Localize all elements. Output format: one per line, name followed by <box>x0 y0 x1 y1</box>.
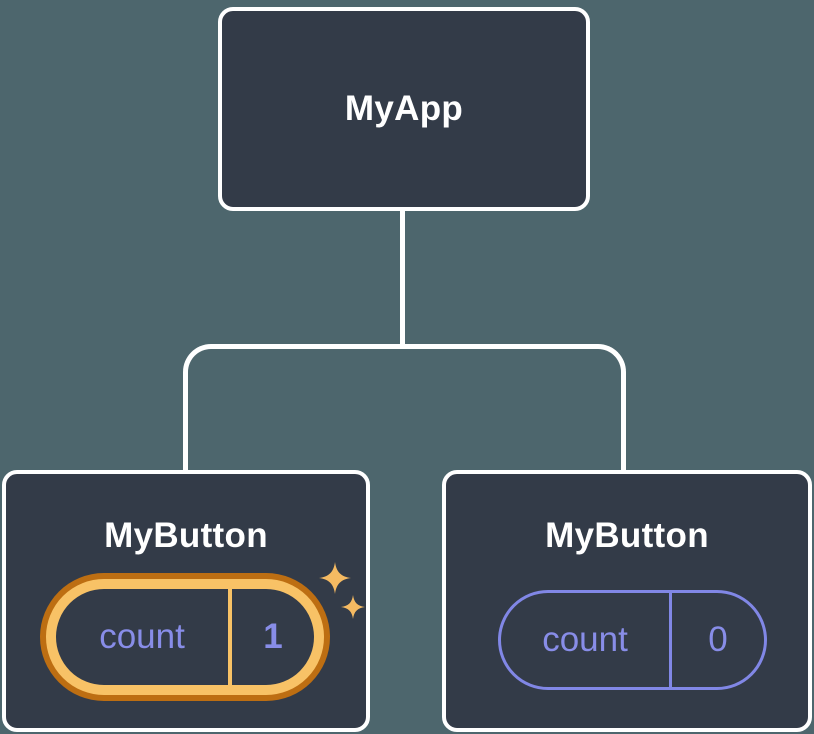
sparkle-icon <box>341 595 365 619</box>
root-node-myapp: MyApp <box>218 7 590 211</box>
root-connector-line <box>400 209 405 347</box>
state-name: count <box>56 589 232 685</box>
state-value: 0 <box>708 620 728 659</box>
state-value: 1 <box>263 617 283 656</box>
root-node-label: MyApp <box>344 89 464 128</box>
state-name: count <box>501 593 672 687</box>
state-pill: count 0 <box>498 590 767 690</box>
child-node-label: MyButton <box>104 516 268 555</box>
state-pill-highlighted: count 1 <box>46 579 324 695</box>
sparkle-icon <box>319 562 351 594</box>
child-node-label: MyButton <box>545 516 709 555</box>
children-connector-bracket <box>183 344 626 470</box>
